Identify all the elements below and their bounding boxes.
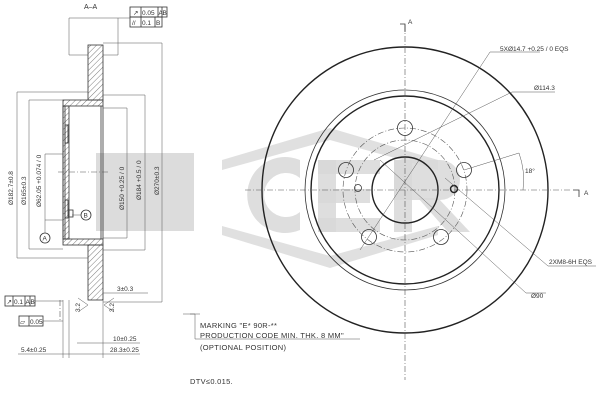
section-title: A–A — [84, 4, 98, 11]
vertical-dimensions: Ø182.7±0.8 Ø165±0.3 Ø62.05 +0.074 / 0 Ø1… — [8, 42, 163, 303]
svg-text:0.1: 0.1 — [142, 20, 151, 27]
datum-b-marker: B — [72, 209, 92, 221]
icer-watermark — [96, 128, 470, 268]
gdt-frame-runout-top: ↗ 0.05 A B — [129, 6, 168, 18]
gdt-frame-runout-left: ↗ 0.1 A B — [4, 295, 63, 307]
svg-text:A: A — [408, 19, 413, 26]
surface-finish-marks: 3.2 3.2 — [75, 297, 116, 313]
svg-text:3±0.3: 3±0.3 — [117, 286, 134, 293]
svg-text:A: A — [26, 299, 31, 306]
svg-text:A: A — [159, 10, 164, 17]
svg-text:5.4±0.25: 5.4±0.25 — [21, 347, 47, 354]
section-marker-top: A — [400, 19, 413, 32]
pcd-callout: Ø114.3 — [534, 85, 555, 92]
svg-text:(OPTIONAL POSITION): (OPTIONAL POSITION) — [200, 343, 286, 352]
gdt-frame-flatness-left: ▱ 0.05 — [18, 315, 63, 327]
thread-callout: 2XM8-6H EQS — [549, 259, 593, 266]
section-view: A–A ↗ 0.05 A B // 0.1 B — [4, 4, 168, 358]
svg-text:B: B — [163, 10, 167, 17]
runout-icon: ↗ — [7, 299, 12, 306]
svg-text:Ø270±0.3: Ø270±0.3 — [154, 166, 161, 195]
svg-text:3.2: 3.2 — [75, 303, 82, 312]
parallelism-icon: // — [132, 20, 136, 27]
center-bore-callout: Ø90 — [531, 293, 544, 300]
svg-text:B: B — [84, 213, 88, 220]
svg-text:Ø184 +0.5 / 0: Ø184 +0.5 / 0 — [136, 160, 143, 200]
svg-text:A: A — [584, 190, 589, 197]
angle-callout: 18° — [525, 167, 535, 175]
bolt-holes — [338, 120, 472, 245]
datum-a-marker: A — [39, 220, 51, 244]
svg-text:3.2: 3.2 — [109, 303, 116, 312]
marking-note: MARKING "E* 90R-** PRODUCTION CODE MIN. … — [183, 313, 360, 352]
svg-text:28.3±0.25: 28.3±0.25 — [110, 347, 139, 354]
section-marker-right: A — [573, 189, 589, 197]
svg-text:Ø150 +0.25 / 0: Ø150 +0.25 / 0 — [119, 166, 126, 210]
svg-text:Ø182.7±0.8: Ø182.7±0.8 — [8, 171, 15, 205]
svg-text:A: A — [43, 236, 48, 243]
runout-icon: ↗ — [133, 10, 138, 17]
svg-text:MARKING "E* 90R-**: MARKING "E* 90R-** — [200, 321, 277, 330]
svg-text:PRODUCTION CODE MIN. THK. 8 M: PRODUCTION CODE MIN. THK. 8 MM" — [200, 331, 344, 340]
svg-text:10±0.25: 10±0.25 — [113, 336, 137, 343]
svg-text:B: B — [156, 20, 160, 27]
svg-text:Ø62.05 +0.074 / 0: Ø62.05 +0.074 / 0 — [36, 154, 43, 207]
svg-text:B: B — [31, 299, 35, 306]
svg-text:0.05: 0.05 — [142, 10, 155, 17]
gdt-frame-parallelism-top: // 0.1 B — [129, 16, 163, 28]
front-view: A A 5XØ14.7 +0.25 / 0 EQS Ø114.3 18° 2XM… — [245, 19, 596, 380]
svg-text:0.05: 0.05 — [30, 319, 43, 326]
svg-text:Ø165±0.3: Ø165±0.3 — [21, 176, 28, 205]
flatness-icon: ▱ — [20, 319, 26, 326]
horizontal-dimensions: 3±0.3 10±0.25 28.3±0.25 5.4±0.25 — [18, 286, 148, 358]
dtv-note: DTV≤0.015. — [190, 377, 233, 386]
bolt-hole-callout: 5XØ14.7 +0.25 / 0 EQS — [500, 46, 569, 53]
svg-text:0.1: 0.1 — [14, 299, 23, 306]
